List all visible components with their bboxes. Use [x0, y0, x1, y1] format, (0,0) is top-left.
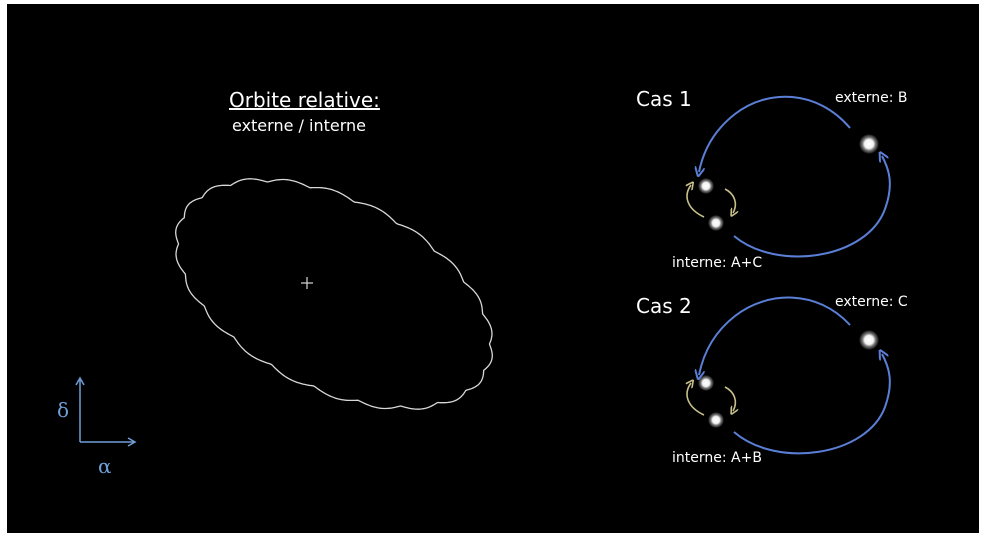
outer-orbit-arrow-icon [733, 354, 891, 455]
outer-orbit-arrow-icon [733, 156, 891, 258]
orbit-subtitle: externe / interne [232, 116, 366, 135]
inner-orbit-arrow-icon [724, 188, 735, 213]
star-icon [859, 330, 879, 350]
axis-y-label: δ [57, 398, 70, 422]
star-icon [698, 178, 714, 194]
case2-label: Cas 2 [636, 294, 692, 318]
inner-orbit-arrow-icon [724, 386, 735, 411]
outer-orbit-arrow-icon [699, 95, 851, 172]
case2-internal-label: interne: A+B [672, 450, 762, 466]
case2-diagram [687, 296, 891, 455]
diagram-svg [75, 95, 891, 455]
inner-orbit-arrow-icon [687, 383, 705, 416]
star-icon [708, 215, 724, 231]
star-icon [708, 412, 724, 428]
case1-diagram [687, 95, 891, 258]
case1-external-label: externe: B [835, 90, 908, 106]
case2-external-label: externe: C [835, 294, 908, 310]
axis-x-label: α [98, 454, 112, 478]
axes-icon [75, 376, 137, 447]
diagram-canvas: Orbite relative: externe / interne Cas 1… [7, 4, 979, 533]
case1-label: Cas 1 [636, 87, 692, 111]
center-cross-icon [301, 277, 313, 289]
star-icon [859, 134, 879, 154]
relative-orbit-outline [175, 178, 493, 410]
outer-orbit-arrow-icon [699, 296, 851, 375]
orbit-title: Orbite relative: [229, 88, 380, 112]
inner-orbit-arrow-icon [687, 185, 705, 218]
star-icon [698, 375, 714, 391]
case1-internal-label: interne: A+C [672, 255, 763, 271]
